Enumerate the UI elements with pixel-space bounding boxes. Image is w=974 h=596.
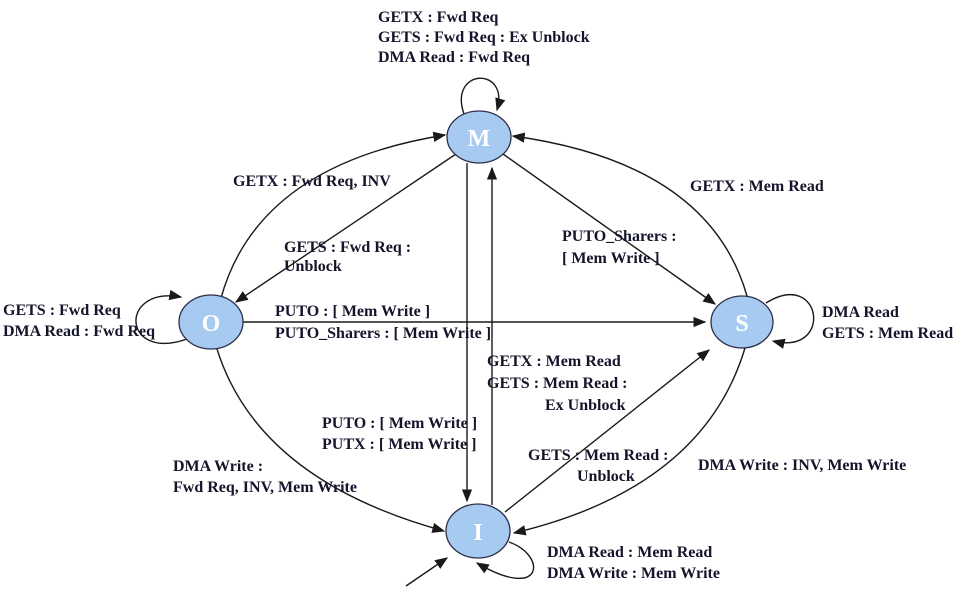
edge-s-self-loop [765,294,815,349]
edge-s-to-m [511,132,748,297]
initial-state-arrow [405,557,449,587]
label-i-self: DMA Read : Mem Read DMA Write : Mem Writ… [547,544,720,582]
label-s-self: DMA Read GETS : Mem Read [822,304,953,342]
transition-label-line: DMA Write : [173,458,263,475]
state-label-i: I [473,520,482,546]
transition-label-line: GETX : Mem Read [487,353,621,370]
transition-label-line: GETX : Mem Read [690,178,824,195]
edge-i-self-loop [475,541,535,579]
state-label-o: O [202,311,221,337]
label-i-to-s: GETS : Mem Read : Unblock [528,447,668,485]
edge-m-to-o [234,153,457,303]
state-label-m: M [468,126,491,152]
transition-label-line: PUTO_Sharers : [ Mem Write ] [275,325,491,342]
transition-label-line: Ex Unblock [545,397,626,414]
transition-label-line: Unblock [577,468,635,485]
label-o-to-s: PUTO : [ Mem Write ] PUTO_Sharers : [ Me… [275,303,491,342]
transition-label-line: GETS : Fwd Req : Ex Unblock [378,29,590,46]
label-o-self: GETS : Fwd Req DMA Read : Fwd Req [3,302,155,340]
transition-label-line: DMA Read : Fwd Req [378,49,530,66]
edge-m-self-loop [460,77,506,115]
transition-label-line: DMA Read : Fwd Req [3,323,155,340]
transition-label-line: GETX : Fwd Req, INV [233,173,391,190]
edge-m-to-s [502,153,717,305]
edge-i-to-s [504,349,711,513]
state-node-m [446,110,512,164]
label-i-to-m: GETX : Mem Read GETS : Mem Read : Ex Unb… [487,353,627,414]
transition-label-line: DMA Write : INV, Mem Write [698,457,906,474]
transition-label-line: GETS : Fwd Req : [284,239,411,256]
label-m-to-s: PUTO_Sharers : [ Mem Write ] [562,228,677,267]
state-node-i [445,503,511,559]
transition-label-line: PUTX : [ Mem Write ] [322,436,476,453]
label-o-to-m: GETX : Fwd Req, INV [233,173,391,190]
transition-label-line: GETX : Fwd Req [378,9,499,26]
transition-label-line: PUTO : [ Mem Write ] [322,415,477,432]
label-o-to-i: DMA Write : Fwd Req, INV, Mem Write [173,458,357,496]
label-m-self: GETX : Fwd Req GETS : Fwd Req : Ex Unblo… [378,9,590,66]
edge-s-to-i [512,347,746,536]
edge-o-self-loop [135,289,188,345]
transition-label-line: GETS : Mem Read [822,325,953,342]
label-s-to-m: GETX : Mem Read [690,178,824,195]
transition-label-line: PUTO : [ Mem Write ] [275,303,430,320]
label-s-to-i: DMA Write : INV, Mem Write [698,457,906,474]
label-m-to-o: GETS : Fwd Req : Unblock [284,239,411,275]
transition-label-line: DMA Write : Mem Write [547,565,720,582]
transition-label-line: [ Mem Write ] [562,250,660,267]
state-node-s [710,295,774,349]
state-node-o [178,294,244,350]
transition-label-line: DMA Read : Mem Read [547,544,712,561]
edge-o-to-m [220,131,447,299]
transition-label-line: PUTO_Sharers : [562,228,677,245]
label-m-to-i: PUTO : [ Mem Write ] PUTX : [ Mem Write … [322,415,477,453]
edge-o-to-i [216,348,446,533]
transition-label-line: GETS : Mem Read : [528,447,668,464]
transition-label-line: GETS : Mem Read : [487,375,627,392]
transition-label-line: Fwd Req, INV, Mem Write [173,479,357,496]
transition-label-line: DMA Read [822,304,899,321]
state-label-s: S [735,311,748,337]
transition-label-line: Unblock [284,258,342,275]
transition-label-line: GETS : Fwd Req [3,302,121,319]
